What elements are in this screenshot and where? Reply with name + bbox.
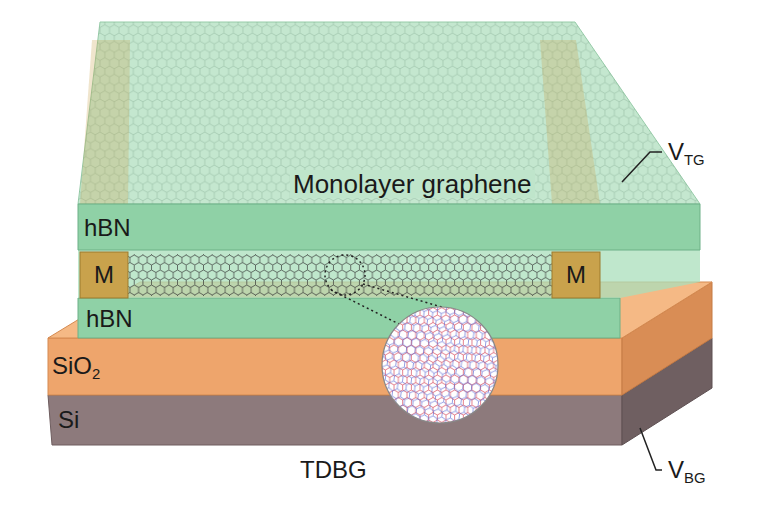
contact-label: M xyxy=(94,262,114,288)
metal-contact xyxy=(552,252,600,298)
zoom-marker xyxy=(325,255,365,295)
metal-contact xyxy=(80,252,128,298)
label-subscript: BG xyxy=(684,470,706,486)
encapsulation-region xyxy=(78,250,700,298)
voltage-label: VBG xyxy=(668,457,706,483)
tdbg-lattice xyxy=(128,254,552,296)
contact-lead xyxy=(80,40,130,204)
layer-label: hBN xyxy=(86,306,133,332)
label-main: V xyxy=(668,138,684,165)
leader-line xyxy=(640,428,662,470)
monolayer-graphene-sheet xyxy=(78,22,700,204)
lattice-layer xyxy=(380,305,500,425)
layer-label: Si xyxy=(58,407,79,433)
leader-line xyxy=(622,152,662,182)
voltage-label: VTG xyxy=(668,139,705,165)
layer-label: hBN xyxy=(84,215,131,241)
callout-label: TDBG xyxy=(300,457,367,483)
label-subscript: TG xyxy=(684,152,705,168)
bottom-hbn-front-face xyxy=(78,298,620,338)
top-hbn-front-face xyxy=(78,204,700,250)
label-subscript: 2 xyxy=(92,366,100,382)
si-front-face xyxy=(48,395,622,445)
zoom-line xyxy=(331,290,399,324)
sio2-front-face xyxy=(48,338,622,395)
layer-label: Monolayer graphene xyxy=(290,170,535,199)
moire-pattern xyxy=(380,305,500,425)
top-slab-top-face xyxy=(78,22,700,204)
label-main: SiO xyxy=(52,352,92,379)
lattice-layer xyxy=(380,305,500,425)
label-main: V xyxy=(668,456,684,483)
contact-lead xyxy=(540,40,600,204)
layer-label: SiO2 xyxy=(52,353,100,379)
contact-label: M xyxy=(566,262,586,288)
moire-callout-border xyxy=(382,307,498,423)
